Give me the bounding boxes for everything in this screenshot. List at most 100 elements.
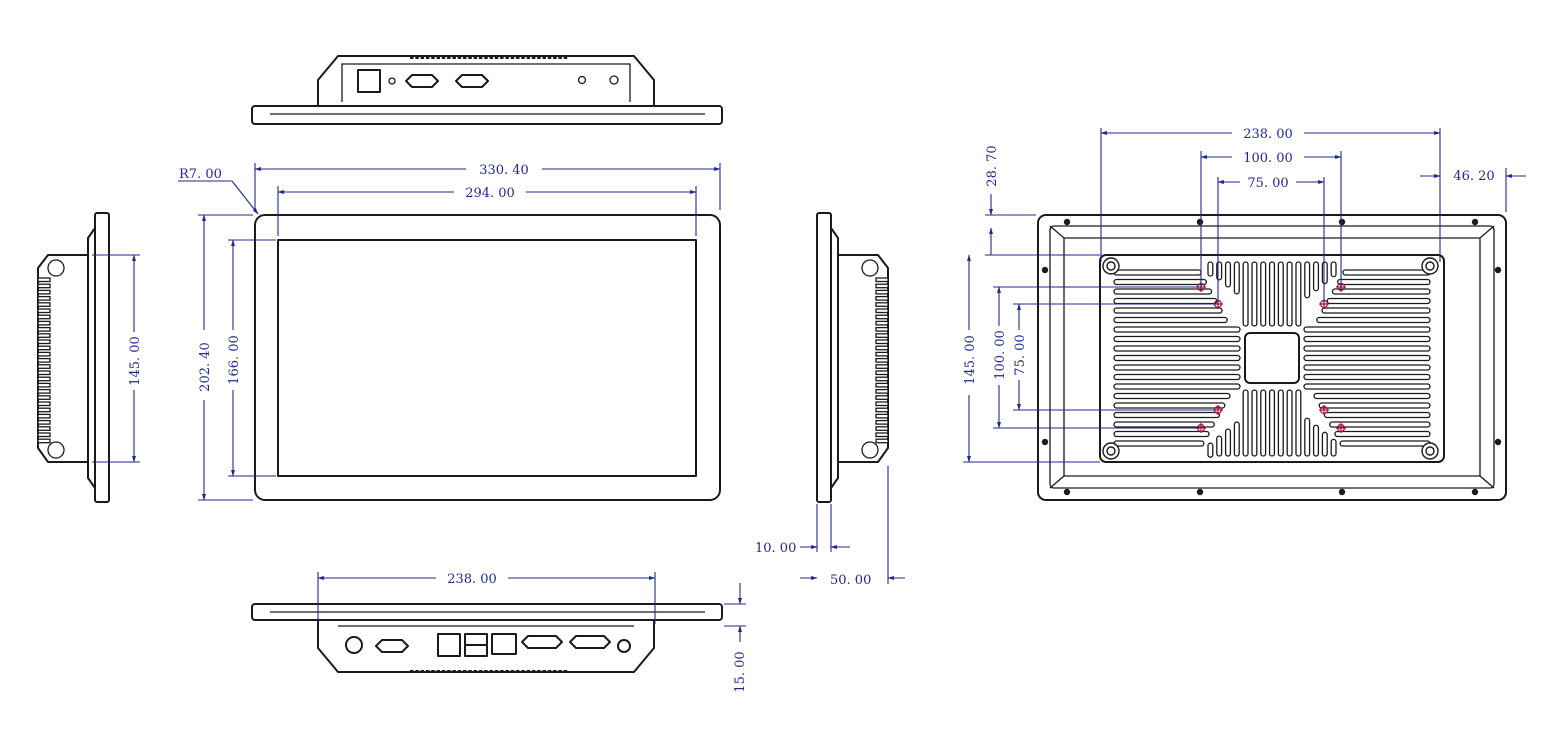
side-fin — [875, 289, 889, 295]
rear-fin — [1321, 431, 1328, 457]
vent-slot — [500, 56, 504, 59]
vent-slot — [484, 56, 488, 59]
rear-corner-mount-holes — [1102, 257, 1439, 460]
front-active-width-label: 294. 00 — [465, 186, 515, 201]
rear-fin — [1113, 335, 1241, 343]
rear-fin — [1113, 354, 1241, 362]
side-fin — [875, 426, 889, 431]
corner-hole-inner — [1106, 446, 1116, 456]
rear-fin — [1260, 389, 1267, 457]
rear-fin — [1113, 430, 1210, 438]
side-fin — [37, 308, 51, 314]
screw — [1494, 266, 1502, 274]
vent-slot — [526, 56, 531, 59]
top-db9-connector-1 — [405, 74, 439, 88]
rear-fin — [1321, 261, 1328, 285]
vent-slot — [441, 670, 446, 673]
rear-fin — [1233, 421, 1240, 457]
rear-fin — [1113, 364, 1241, 371]
vent-slot — [521, 56, 525, 59]
rear-fin — [1286, 261, 1293, 327]
top-view — [251, 55, 723, 125]
rear-fin — [1224, 261, 1232, 288]
rear-outer-height-label: 145. 00 — [963, 335, 978, 385]
vent-slot — [431, 56, 435, 59]
bottom-bezel — [251, 603, 723, 621]
vent-slot — [558, 56, 562, 59]
rear-right-offset-label: 46. 20 — [1453, 169, 1494, 184]
rear-panel — [1037, 214, 1507, 501]
side-fin — [37, 326, 51, 332]
vent-slot — [510, 56, 515, 59]
side-fin — [37, 419, 51, 425]
screw — [1063, 218, 1071, 226]
side-fin — [875, 401, 889, 407]
side-fin — [875, 432, 889, 438]
rear-fin — [1295, 261, 1302, 327]
side-fin — [875, 388, 889, 394]
vent-slot — [553, 670, 557, 673]
vent-slot — [441, 56, 446, 59]
vent-slot — [526, 670, 531, 673]
rear-fin — [1113, 402, 1226, 409]
side-fin — [37, 407, 51, 413]
side-fin — [875, 370, 889, 376]
bottom-hdmi-port — [491, 633, 517, 655]
rear-fin — [1113, 269, 1202, 276]
rear-fin — [1303, 373, 1431, 381]
left-mount-height-label: 145. 00 — [128, 336, 143, 386]
bottom-vent-slots — [410, 670, 568, 673]
rear-fin — [1113, 278, 1207, 286]
vent-slot — [478, 670, 483, 673]
vent-slot — [415, 670, 419, 673]
side-fin — [875, 438, 889, 444]
side-fin — [37, 438, 51, 444]
rear-fin — [1330, 261, 1337, 278]
vent-slot — [521, 670, 525, 673]
side-fin — [875, 277, 889, 283]
vent-slot — [558, 670, 562, 673]
rear-fin — [1339, 440, 1431, 447]
screw — [1196, 218, 1204, 226]
vent-slot — [489, 56, 493, 59]
rear-vesa75-width-label: 75. 00 — [1247, 176, 1288, 191]
vent-slot — [410, 56, 414, 59]
side-fin — [875, 308, 889, 314]
vent-slot — [425, 56, 430, 59]
vent-slot — [563, 670, 568, 673]
bottom-port-span-label: 238. 00 — [447, 572, 497, 587]
rear-fin — [1329, 421, 1431, 428]
bottom-bezel-offset-label: 15. 00 — [733, 651, 748, 692]
rear-fin — [1113, 345, 1241, 352]
rear-fin — [1303, 383, 1431, 390]
side-fin — [875, 295, 889, 301]
vent-slot — [436, 56, 440, 59]
side-fin — [875, 333, 889, 338]
side-fin — [875, 345, 889, 351]
side-fin — [875, 314, 889, 320]
side-fin — [875, 302, 889, 307]
screw — [1338, 488, 1346, 496]
side-fin — [37, 314, 51, 320]
rear-fin — [1321, 307, 1431, 314]
rear-fin — [1277, 389, 1284, 457]
rear-fin — [1113, 307, 1223, 314]
vent-slot — [516, 670, 520, 673]
left-heatsink-fins — [37, 277, 51, 444]
rear-view: 238. 00 100. 00 75. 00 46. 20 28. 70 145… — [963, 127, 1526, 501]
right-bezel-depth-label: 10. 00 — [755, 541, 796, 556]
side-fin — [37, 302, 51, 307]
bottom-usb-port-1 — [464, 633, 488, 646]
rear-vesa100-height-label: 100. 00 — [993, 330, 1008, 380]
screw — [1471, 488, 1479, 496]
vent-slot — [431, 670, 435, 673]
vent-slot — [553, 56, 557, 59]
vent-slot — [531, 670, 536, 673]
corner-hole-inner — [1425, 261, 1435, 271]
front-overall-height-label: 202. 40 — [198, 342, 213, 392]
vent-slot — [447, 670, 451, 673]
top-db9-connector-2 — [455, 74, 489, 88]
rear-fin — [1242, 389, 1249, 457]
side-fin — [37, 388, 51, 394]
